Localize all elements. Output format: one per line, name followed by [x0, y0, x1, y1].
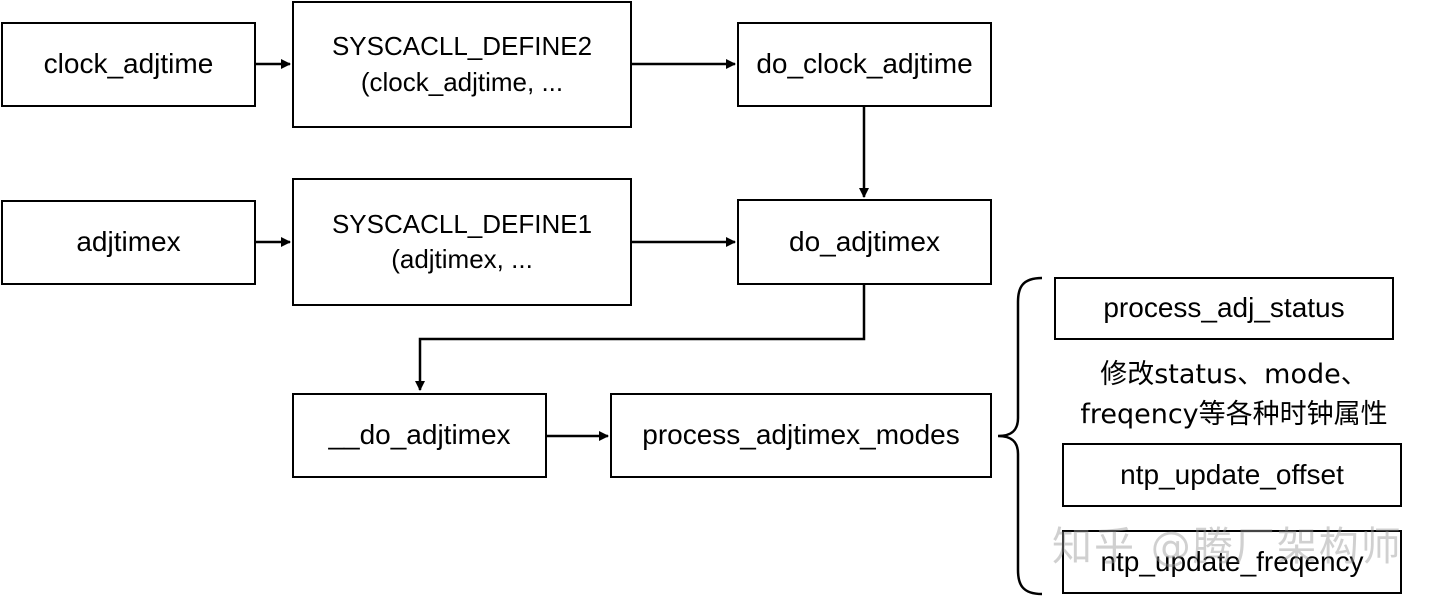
- ntp-update-freqency-label: ntp_update_freqency: [1100, 545, 1364, 577]
- syscall-define2-node: SYSCACLL_DEFINE2 (clock_adjtime, ...: [292, 1, 632, 128]
- do-clock-adjtime-node: do_clock_adjtime: [737, 22, 992, 107]
- process-adj-status-label: process_adj_status: [1103, 292, 1345, 324]
- do-adjtimex-node: do_adjtimex: [737, 199, 992, 285]
- syscall-define1-label-line1: SYSCACLL_DEFINE1: [331, 208, 593, 239]
- arrow-do-adjtimex-to-__do-adjtimex: [415, 285, 866, 391]
- do-clock-adjtime-label: do_clock_adjtime: [756, 48, 973, 80]
- process-adjtimex-modes-node: process_adjtimex_modes: [610, 393, 992, 478]
- clock-adjtime-label: clock_adjtime: [43, 48, 214, 80]
- __do-adjtimex-node: __do_adjtimex: [292, 393, 547, 478]
- attribute-note-line1: 修改status、mode、: [1100, 359, 1368, 390]
- attribute-note: 修改status、mode、 freqency等各种时钟属性: [1048, 355, 1420, 435]
- process-adj-status-node: process_adj_status: [1054, 277, 1394, 340]
- adjtimex-node: adjtimex: [1, 200, 256, 285]
- clock-adjtime-node: clock_adjtime: [1, 22, 256, 107]
- syscall-define1-label-line2: (adjtimex, ...: [391, 244, 533, 274]
- syscall-define2-label-line1: SYSCACLL_DEFINE2: [331, 31, 593, 62]
- adjtimex-label: adjtimex: [76, 226, 181, 258]
- syscall-define2-label-line2: (clock_adjtime, ...: [360, 66, 564, 97]
- process-adjtimex-modes-label: process_adjtimex_modes: [642, 419, 960, 451]
- ntp-update-offset-label: ntp_update_offset: [1120, 458, 1344, 490]
- curly-brace: [997, 276, 1043, 596]
- attribute-note-line2: freqency等各种时钟属性: [1080, 399, 1388, 430]
- watermark: 知乎 @腾厂架构师: [1052, 524, 1403, 570]
- ntp-update-offset-node: ntp_update_offset: [1062, 443, 1402, 507]
- __do-adjtimex-label: __do_adjtimex: [328, 419, 511, 451]
- ntp-update-freqency-node: ntp_update_freqency: [1062, 530, 1402, 594]
- do-adjtimex-label: do_adjtimex: [789, 225, 940, 257]
- syscall-define1-node: SYSCACLL_DEFINE1 (adjtimex, ...: [292, 178, 632, 306]
